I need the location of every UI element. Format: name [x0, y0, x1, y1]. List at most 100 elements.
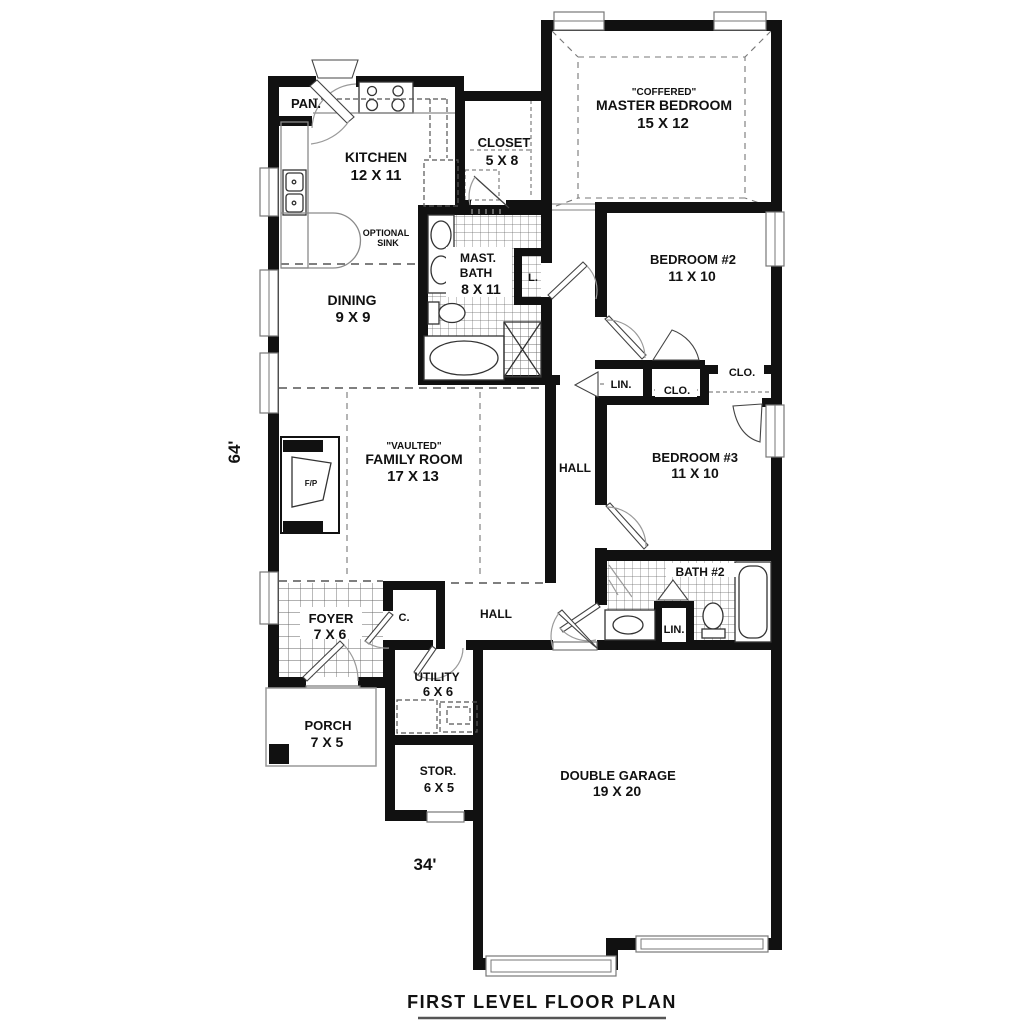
bath2-toilet-base	[701, 628, 726, 639]
storage-door-threshold	[426, 811, 465, 823]
kitchen-sink	[282, 169, 307, 216]
kitchen-label: KITCHEN	[345, 149, 407, 165]
bath2-door-swing	[559, 627, 597, 642]
optional-sink-label1: OPTIONAL	[363, 228, 410, 238]
pantry-door-swing	[310, 120, 350, 145]
hall-lower-label: HALL	[480, 607, 512, 621]
dashed-lines	[279, 30, 779, 584]
garage-size: 19 X 20	[593, 783, 641, 799]
coat-closet-door-swing	[364, 640, 390, 649]
closet-door-swing	[468, 176, 476, 206]
bath2-tub-basin	[738, 565, 768, 639]
master-bath-label1: MAST.	[460, 251, 496, 265]
storage-size: 6 X 5	[424, 780, 454, 795]
refrigerator	[423, 159, 459, 207]
closet2-label: CLO.	[664, 385, 690, 397]
upper-cabinets	[313, 98, 448, 158]
shower	[503, 321, 542, 378]
window-kitchen	[259, 167, 279, 217]
coat-closet-label: C.	[399, 612, 410, 624]
dining-size: 9 X 9	[335, 309, 370, 326]
closet-shelf-box	[464, 169, 500, 201]
optional-sink-peninsula	[281, 212, 362, 269]
bath2-toilet	[702, 602, 724, 630]
kitchen-fixtures	[280, 81, 459, 269]
depth-dimension: 64'	[225, 441, 244, 464]
closet3-door	[732, 403, 763, 443]
kitchen-size: 12 X 11	[351, 167, 402, 184]
bath2-door-leaf	[559, 602, 601, 633]
window-master-1	[553, 11, 605, 31]
annotations: 64' 34' FIRST LEVEL FLOOR PLAN	[225, 441, 677, 1020]
linen-door	[573, 371, 599, 398]
pantry-door-leaf	[309, 79, 355, 124]
tub-basin	[429, 340, 499, 376]
plan-title: FIRST LEVEL FLOOR PLAN	[407, 992, 677, 1012]
bath2-label: BATH #2	[675, 565, 724, 579]
bath2-linen-door	[656, 579, 690, 601]
master-bedroom-label: MASTER BEDROOM	[596, 97, 732, 113]
garage-label: DOUBLE GARAGE	[560, 768, 676, 783]
master-bath-size: 8 X 11	[461, 281, 501, 297]
bath2-linen-floor	[662, 608, 686, 642]
master-bath-door-leaf	[547, 261, 588, 300]
hall-upper-label: HALL	[559, 461, 591, 475]
front-door-leaf	[302, 640, 345, 682]
toilet-tank	[427, 301, 440, 325]
utility-label: UTILITY	[414, 670, 459, 684]
closet-shelf-lines	[470, 100, 779, 393]
bath2-sink	[612, 615, 644, 635]
optional-sink-label2: SINK	[377, 238, 399, 248]
windows	[259, 11, 785, 625]
master-entry-opening	[552, 203, 595, 211]
family-room-label: FAMILY ROOM	[365, 451, 462, 467]
window-bedroom3	[765, 404, 785, 458]
utility-size: 6 X 6	[423, 684, 453, 699]
closet2-door	[652, 329, 700, 361]
label-patches	[300, 247, 764, 639]
bath2-shower-door	[608, 564, 633, 598]
exterior-elements	[265, 687, 769, 977]
tub	[423, 335, 505, 381]
bedroom2-label: BEDROOM #2	[650, 252, 736, 267]
storage-label: STOR.	[420, 764, 456, 778]
sink-bowl	[285, 172, 304, 192]
foyer-size: 7 X 6	[314, 626, 347, 642]
room-labels: PAN. KITCHEN 12 X 11 CLOSET 5 X 8 "COFFE…	[291, 87, 755, 799]
pantry-label: PAN.	[291, 96, 321, 111]
garage-door-left-panel	[490, 959, 612, 973]
utility-door-swing	[413, 647, 464, 680]
bedroom2-door-swing	[606, 319, 646, 359]
window-master-2	[713, 11, 767, 31]
window-family-1	[259, 352, 279, 414]
porch-column	[269, 744, 289, 764]
garage-entry-door-swing	[550, 611, 561, 649]
dryer-inner	[446, 706, 471, 725]
front-door-swing	[343, 644, 359, 682]
burner	[366, 85, 378, 97]
garage-entry-door-leaf	[557, 609, 598, 649]
dryer	[439, 701, 478, 733]
dining-label: DINING	[328, 292, 377, 308]
closet-threshold	[471, 209, 501, 214]
bedroom3-door-leaf	[605, 502, 649, 550]
family-room-size: 17 X 13	[387, 468, 439, 485]
burner	[392, 85, 404, 97]
closet3-label: CLO.	[729, 367, 755, 379]
width-dimension: 34'	[414, 855, 437, 874]
master-bath-door-swing	[586, 265, 598, 300]
bedroom2-door-leaf	[604, 315, 647, 360]
master-bath-label2: BATH	[460, 266, 492, 280]
linen-small-label: L.	[528, 272, 538, 284]
bath2-fixtures	[604, 561, 772, 643]
porch-label: PORCH	[305, 718, 352, 733]
linen-label: LIN.	[611, 379, 632, 391]
foyer-label: FOYER	[309, 611, 354, 626]
utility-appliances	[396, 699, 478, 734]
vanity-sink	[430, 220, 452, 250]
closet-door-leaf	[473, 175, 510, 209]
bedroom2-size: 11 X 10	[668, 268, 716, 284]
bedroom3-door-swing	[606, 506, 647, 548]
